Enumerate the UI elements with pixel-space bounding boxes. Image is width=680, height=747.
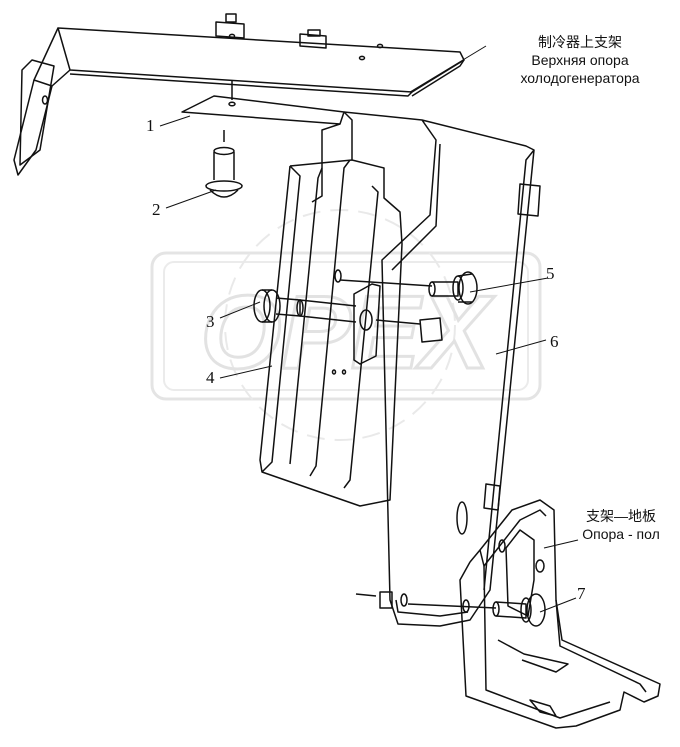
floor-bracket-label-cn: 支架—地板 (586, 508, 656, 524)
callout-3: 3 (206, 312, 215, 331)
upper-bracket-label-cn: 制冷器上支架 (538, 34, 622, 50)
upper-cooler-bracket (13, 13, 465, 176)
part-2-bolt (205, 130, 243, 198)
floor-bracket-label-ru: Опора - пол (582, 526, 660, 542)
watermark-logo: OPEX (150, 209, 542, 441)
part-5-bolt (339, 271, 478, 305)
callout-6: 6 (550, 332, 559, 351)
part-3-bolt (253, 289, 357, 323)
callout-5: 5 (546, 264, 555, 283)
watermark-text: OPEX (201, 275, 496, 391)
part-6-main-bracket (343, 111, 541, 627)
callout-2: 2 (152, 200, 161, 219)
callout-7: 7 (577, 584, 586, 603)
leader-lines (159, 45, 579, 613)
part-4-center-plates (259, 159, 403, 507)
floor-bracket (459, 499, 661, 729)
center-clamp-block (353, 283, 381, 365)
nut-center (375, 317, 443, 343)
callout-1: 1 (146, 116, 155, 135)
upper-bracket-label-ru-1: Верхняя опора (531, 52, 629, 68)
part-7-bolt (355, 591, 546, 627)
upper-bracket-label-ru-2: холодогенератора (520, 70, 640, 86)
callout-4: 4 (206, 368, 215, 387)
